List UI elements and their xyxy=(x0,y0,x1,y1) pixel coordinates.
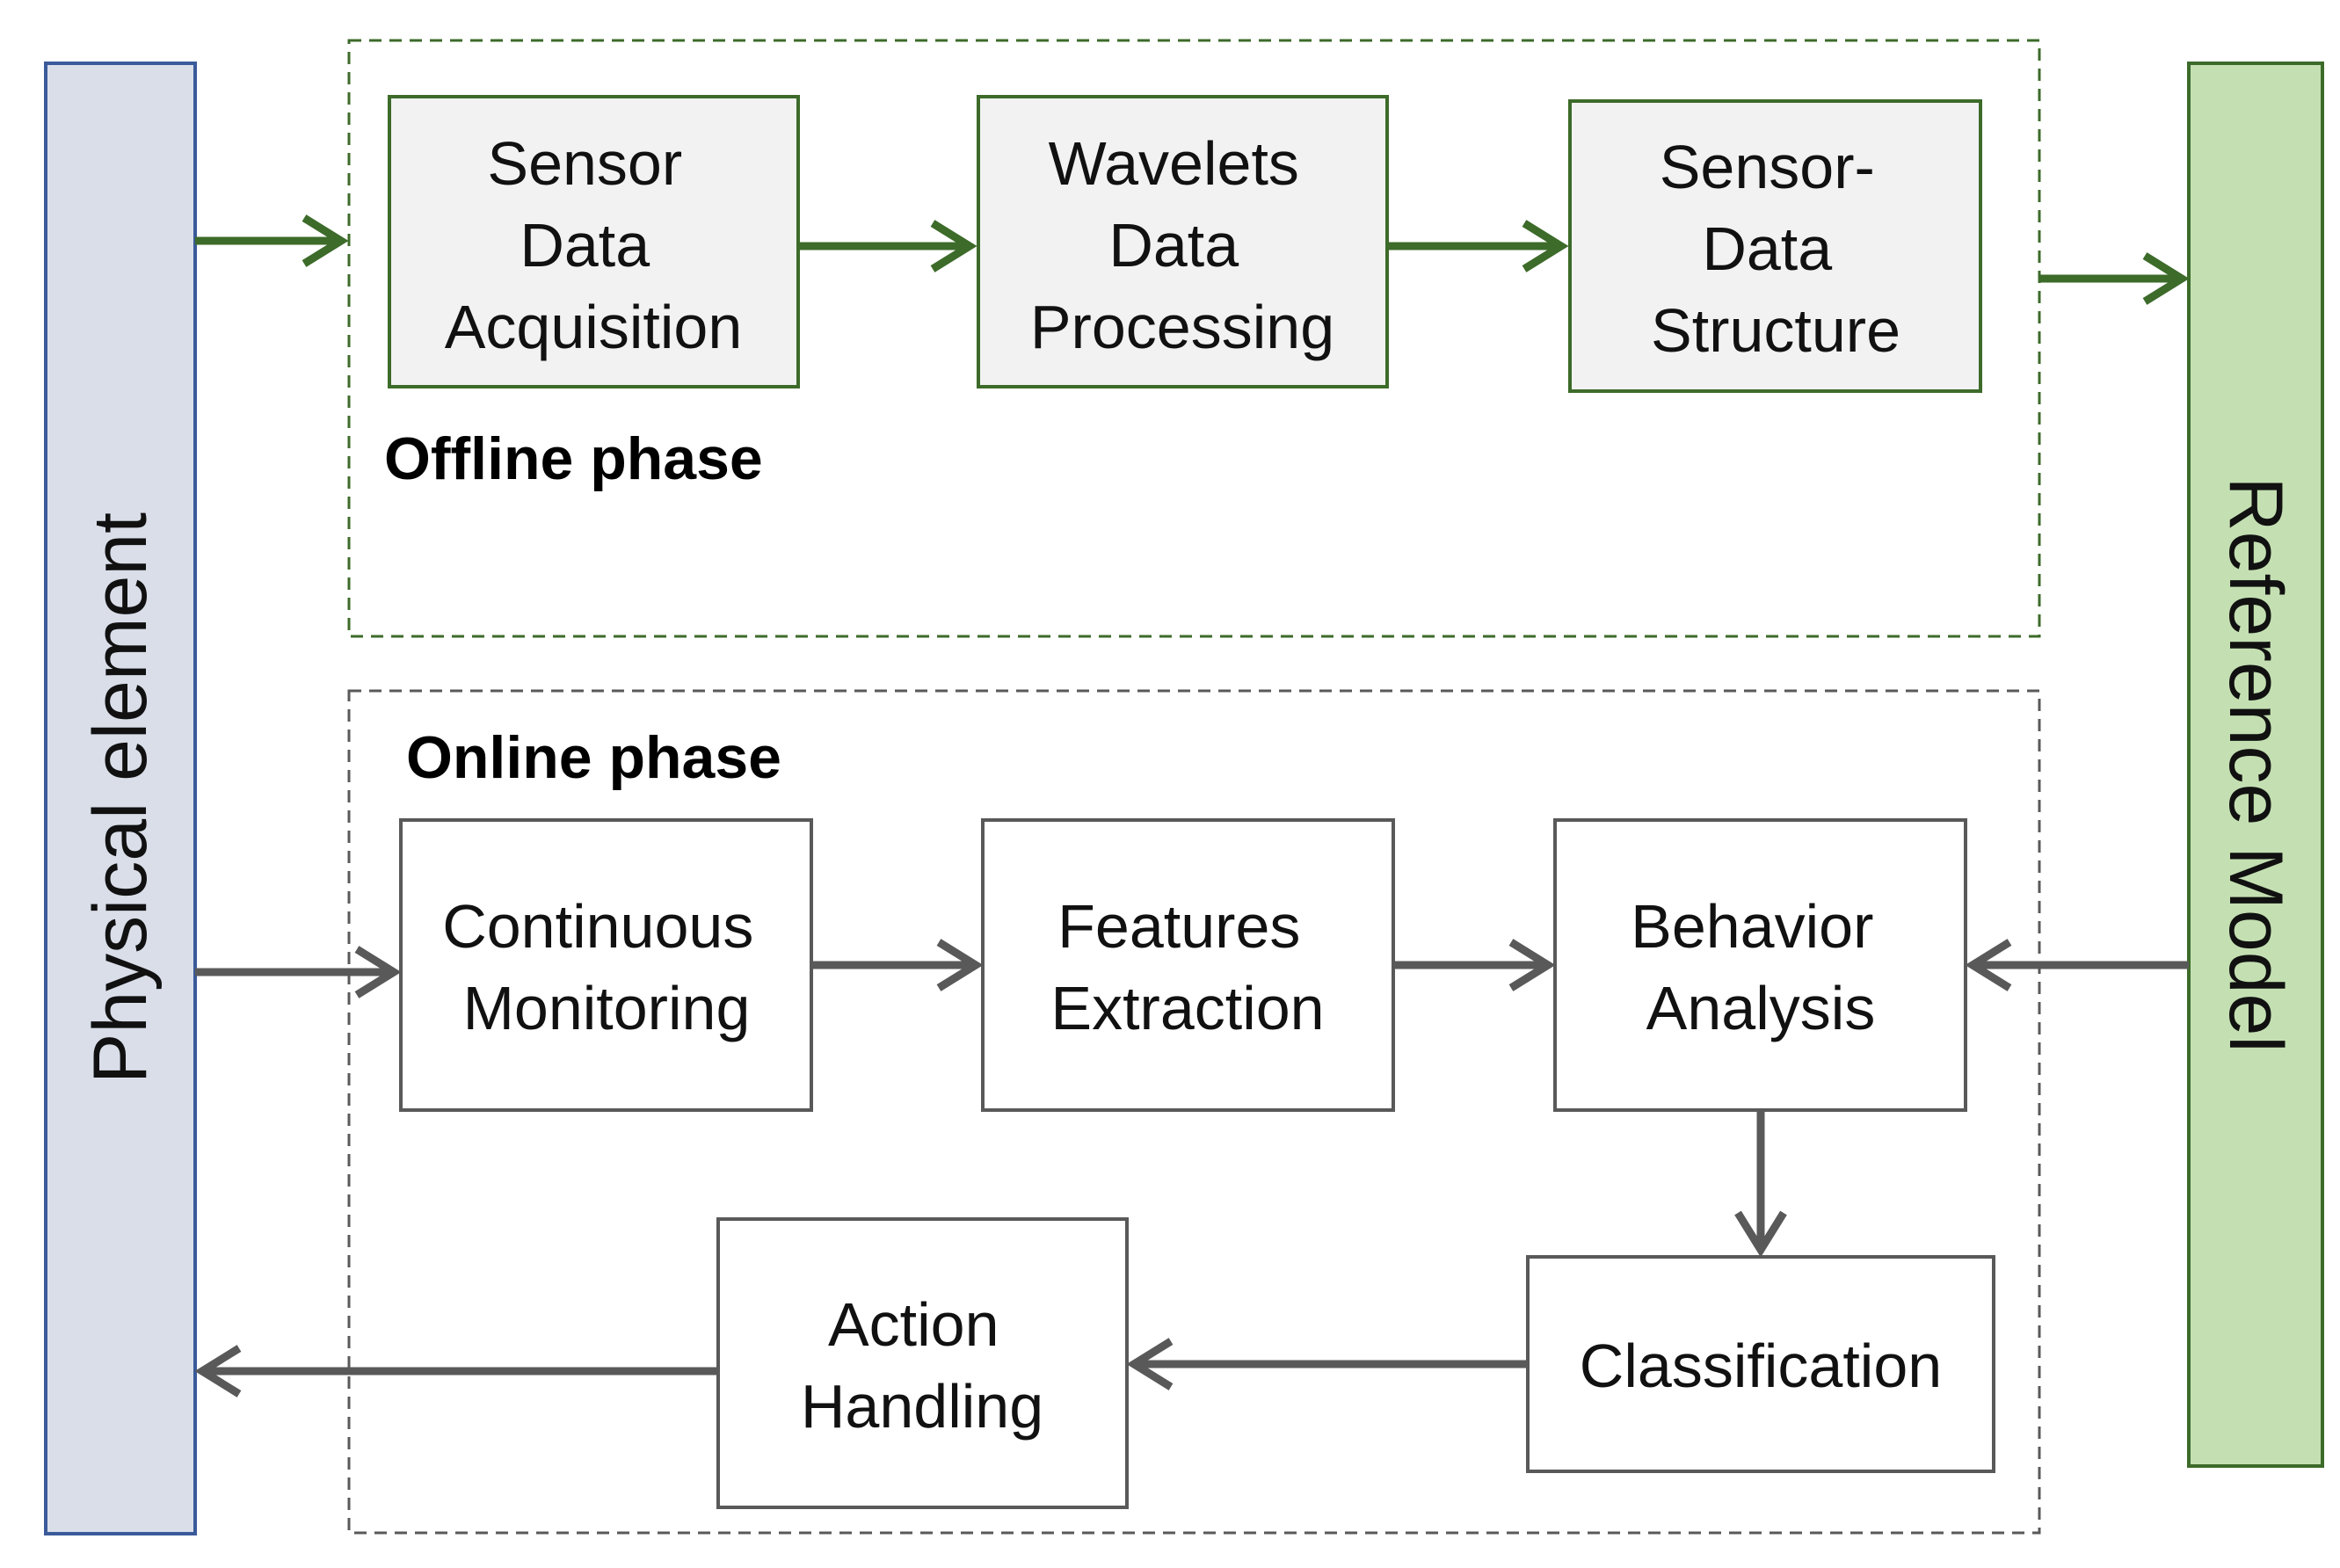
online-arrows xyxy=(194,939,2189,1397)
node-line: Handling xyxy=(801,1372,1043,1441)
svg-text:Behavior Analysis: Behavior Analysis xyxy=(1631,892,1891,1042)
node-sensor-data-acquisition: Sensor Data Acquisition xyxy=(388,95,800,388)
svg-text:Action Handling: Action Handling xyxy=(801,1290,1043,1441)
node-action-handling: Action Handling xyxy=(716,1217,1129,1509)
node-line: Data xyxy=(520,211,650,279)
arrowhead xyxy=(1508,939,1556,991)
node-line: Sensor- xyxy=(1660,133,1875,201)
arrowhead xyxy=(302,214,349,267)
node-line: Wavelets xyxy=(1049,129,1299,198)
node-continuous-monitoring: Continuous Monitoring xyxy=(399,818,813,1112)
arrowhead xyxy=(1965,939,2012,991)
node-sensor-data-structure: Sensor- Data Structure xyxy=(1568,99,1982,393)
offline-phase-label: Offline phase xyxy=(384,425,763,492)
node-line: Continuous xyxy=(442,892,753,961)
arrowhead xyxy=(936,939,984,991)
svg-text:Sensor- Data Struc: Sensor- Data Structure xyxy=(1651,133,1900,365)
node-line: Analysis xyxy=(1646,974,1876,1042)
arrowhead xyxy=(1522,220,1569,272)
node-line: Action xyxy=(828,1290,999,1359)
node-line: Data xyxy=(1108,211,1239,279)
arrowhead xyxy=(930,220,977,272)
node-line: Structure xyxy=(1651,296,1900,365)
node-line: Monitoring xyxy=(463,974,751,1042)
offline-phase-container xyxy=(347,39,2041,638)
offline-arrows xyxy=(195,214,2190,305)
node-line: Extraction xyxy=(1050,974,1324,1042)
svg-text:Sensor Data Acquis: Sensor Data Acquisition xyxy=(445,129,743,361)
reference-model-bar xyxy=(2187,62,2324,1468)
arrowhead xyxy=(1734,1210,1787,1258)
arrowhead xyxy=(1126,1338,1174,1390)
node-line: Behavior xyxy=(1631,892,1873,961)
node-wavelets-data-processing: Wavelets Data Processing xyxy=(977,95,1389,388)
node-line: Features xyxy=(1057,892,1300,961)
arrowhead xyxy=(2142,252,2190,305)
physical-element-label: Physical element xyxy=(78,512,163,1084)
node-classification: Classification xyxy=(1526,1255,1995,1473)
node-line: Classification xyxy=(1580,1332,1942,1400)
physical-element-bar xyxy=(44,62,197,1535)
node-behavior-analysis: Behavior Analysis xyxy=(1553,818,1967,1112)
node-line: Processing xyxy=(1030,293,1334,361)
reference-model-label: Reference Model xyxy=(2213,477,2298,1053)
node-line: Sensor xyxy=(487,129,682,198)
svg-text:Classification: Classification xyxy=(1580,1332,1942,1400)
svg-text:Wavelets Data Proc: Wavelets Data Processing xyxy=(1030,129,1334,361)
arrowhead xyxy=(354,946,402,998)
svg-text:Features Extraction: Features Extraction xyxy=(1050,892,1324,1042)
online-phase-label: Online phase xyxy=(406,724,781,791)
node-line: Acquisition xyxy=(445,293,743,361)
node-line: Data xyxy=(1702,214,1832,283)
node-features-extraction: Features Extraction xyxy=(981,818,1395,1112)
arrowhead xyxy=(194,1345,242,1397)
svg-text:Continuous Monitoring: Continuous Monitoring xyxy=(442,892,771,1042)
online-phase-container xyxy=(347,689,2041,1535)
